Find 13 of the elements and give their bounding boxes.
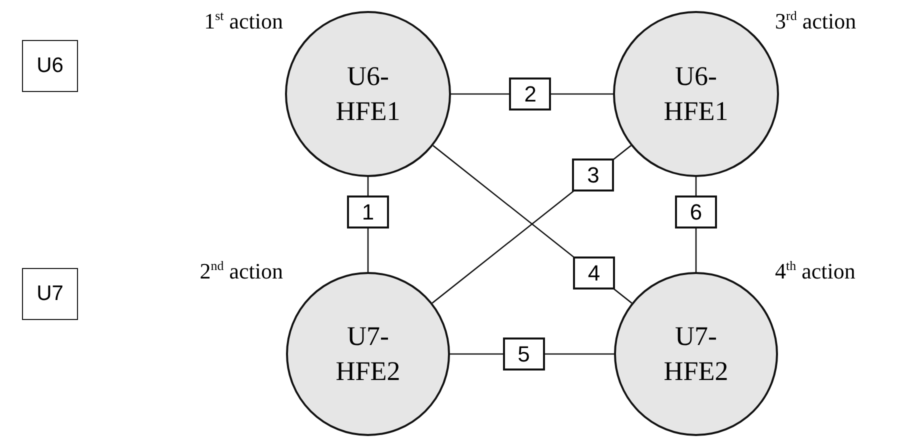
edge-label: 1 xyxy=(347,196,389,229)
unit-box: U7 xyxy=(22,268,78,320)
action-caption: 2$^{nd}$ action xyxy=(200,258,283,284)
edge-label: 3 xyxy=(572,158,614,192)
action-caption: 4$^{th}$ action xyxy=(775,258,856,284)
unit-box: U6 xyxy=(22,40,78,92)
edge-label: 2 xyxy=(509,78,552,110)
edge-label: 4 xyxy=(572,256,615,290)
circle-node: U7- HFE2 xyxy=(286,272,450,436)
circle-node: U6- HFE1 xyxy=(285,11,451,177)
edge-label: 5 xyxy=(502,338,545,370)
edge-label: 6 xyxy=(675,196,717,229)
action-caption: 1$^{st}$ action xyxy=(204,8,283,34)
